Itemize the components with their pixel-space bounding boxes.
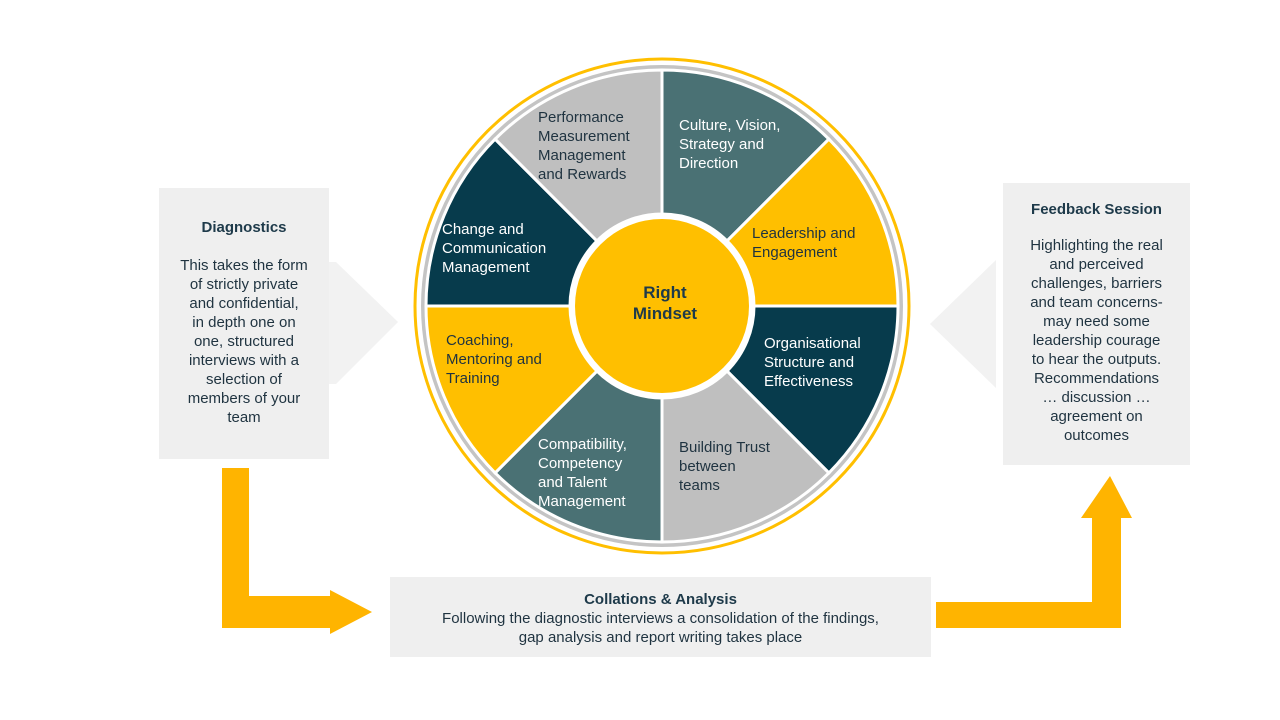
wheel-segment-label: Leadership and Engagement xyxy=(752,225,856,261)
left-grey-arrow xyxy=(329,262,398,384)
wheel-segment-label: Performance Measurement Management and R… xyxy=(538,109,630,183)
wheel-segment-label: Compatibility, Competency and Talent Man… xyxy=(538,436,627,510)
collation-text: Following the diagnostic interviews a co… xyxy=(442,610,879,646)
diagnostics-title: Diagnostics xyxy=(201,219,287,236)
collation-box: Collations & Analysis Following the diag… xyxy=(390,577,931,657)
diagnostics-box: Diagnostics This takes the form of stric… xyxy=(159,188,329,459)
wheel-segment-label: Building Trust between teams xyxy=(679,439,770,494)
wheel-segment-label: Coaching, Mentoring and Training xyxy=(446,332,542,387)
right-grey-arrow xyxy=(930,260,996,388)
collation-to-feedback-arrow xyxy=(936,476,1132,628)
feedback-title: Feedback Session xyxy=(1031,201,1162,218)
wheel-segment-label: Organisational Structure and Effectivene… xyxy=(764,335,861,390)
wheel-hub xyxy=(575,219,749,393)
diagnostics-text: This takes the form of strictly private … xyxy=(180,257,308,426)
diagnostics-to-collation-arrow xyxy=(222,468,372,634)
wheel-segment-label: Culture, Vision, Strategy and Direction xyxy=(679,117,781,172)
feedback-box: Feedback Session Highlighting the real a… xyxy=(1003,183,1190,465)
feedback-text: Highlighting the real and perceived chal… xyxy=(1030,237,1163,444)
wheel-segment-label: Change and Communication Management xyxy=(442,221,547,276)
collation-title: Collations & Analysis xyxy=(584,591,737,608)
wheel-center-label: Right Mindset xyxy=(632,283,698,323)
